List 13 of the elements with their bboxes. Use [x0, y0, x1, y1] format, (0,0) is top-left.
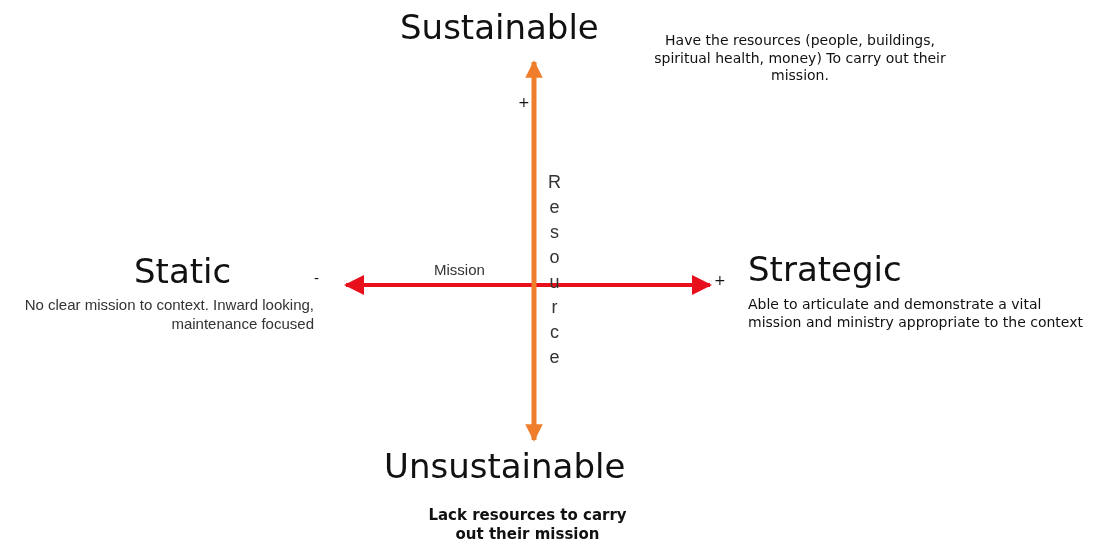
- axis-heading: Strategic: [748, 248, 903, 291]
- description-text: Have the resources (people, buildings, spiritual health, money) To carry out their mission.: [653, 32, 947, 85]
- axis-label: Mission: [434, 261, 486, 280]
- description-text: No clear mission to context. Inward looking, maintenance focused: [23, 296, 314, 334]
- axis-heading: Sustainable: [400, 6, 600, 49]
- description-text: Lack resources to carry out their mission: [427, 506, 628, 544]
- description-text: Able to articulate and demonstrate a vital mission and ministry appropriate to the context: [748, 296, 1084, 331]
- minus-sign: -: [314, 270, 321, 288]
- plus-sign: +: [518, 94, 531, 112]
- plus-sign: +: [714, 272, 727, 290]
- axis-heading: Unsustainable: [384, 445, 627, 488]
- axis-heading: Static: [134, 250, 233, 293]
- axis-label: Resource: [543, 172, 566, 372]
